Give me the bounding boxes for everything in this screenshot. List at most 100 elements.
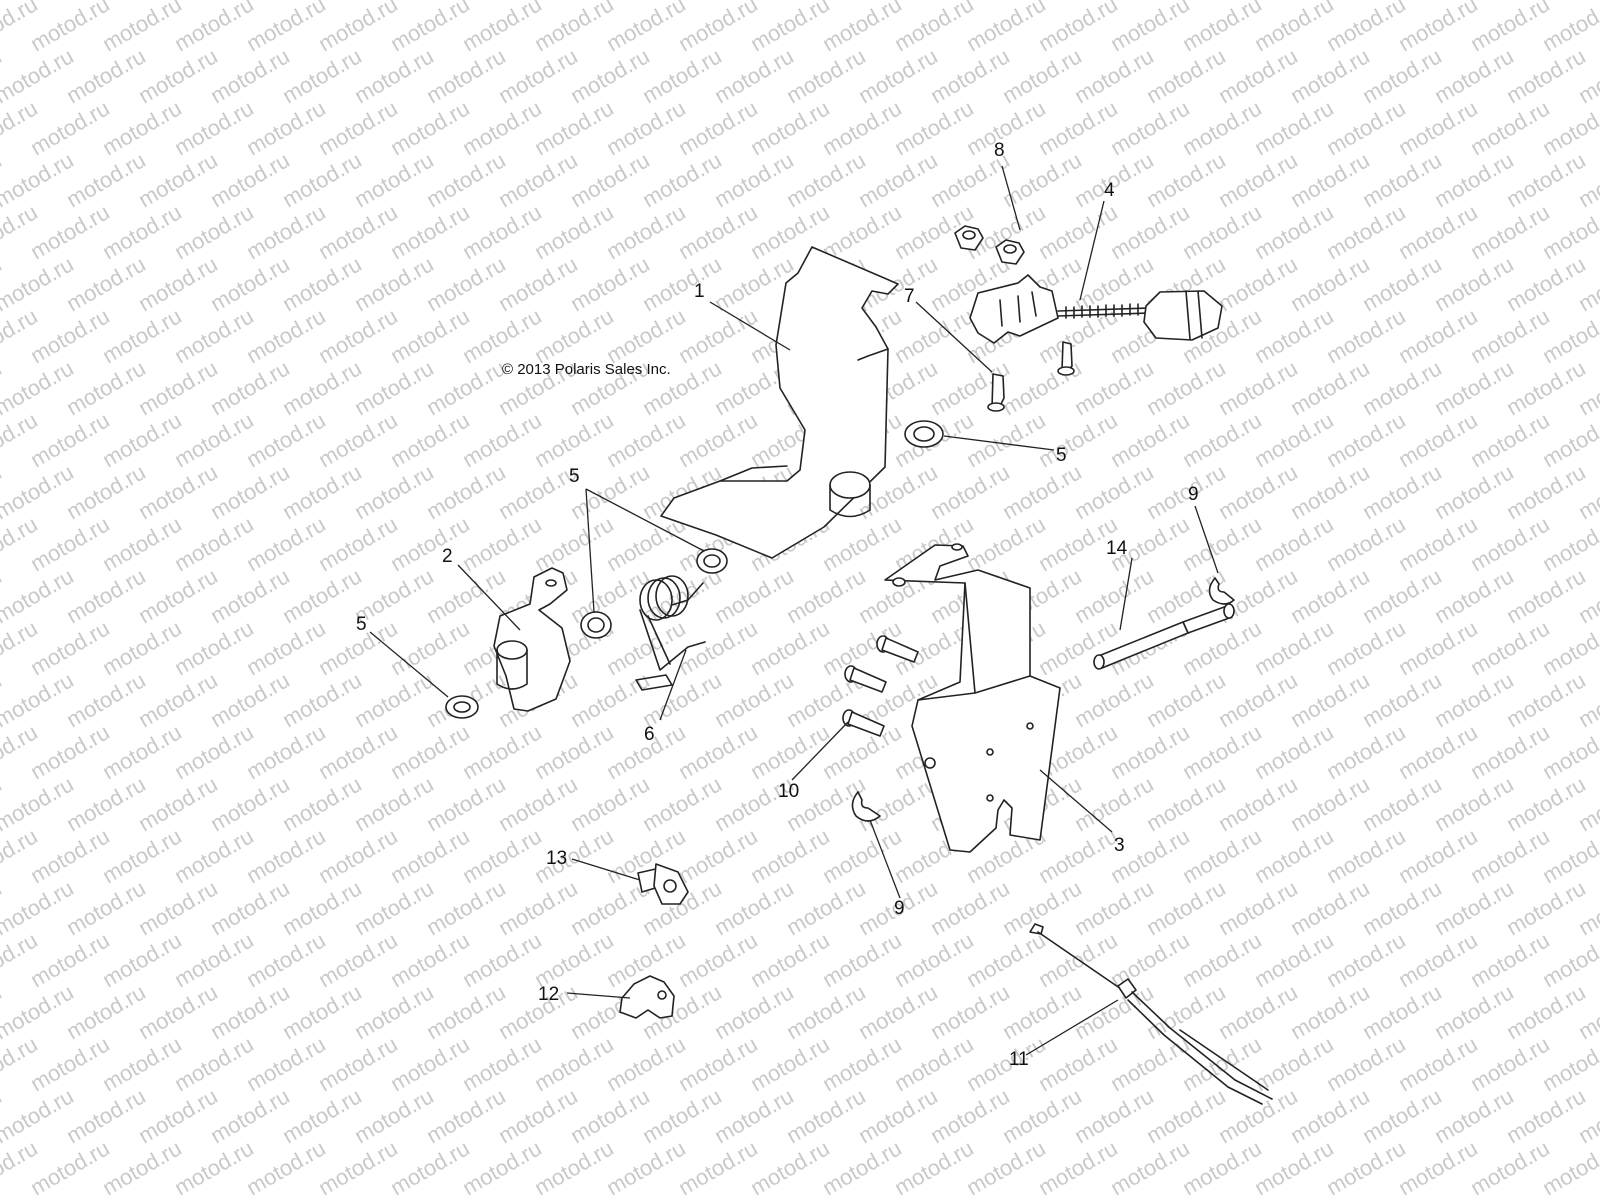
watermark-text: motod.ru <box>1178 1135 1266 1200</box>
callout-5a: 5 <box>1056 445 1067 466</box>
part-10-bolt-c <box>842 709 885 737</box>
leader-lines <box>369 165 1219 1056</box>
watermark-text: motod.ru <box>386 0 474 56</box>
watermark-text: motod.ru <box>1322 303 1410 368</box>
watermark-text: motod.ru <box>1394 303 1482 368</box>
watermark-text: motod.ru <box>1142 459 1230 524</box>
watermark-text: motod.ru <box>422 355 510 420</box>
watermark-text: motod.ru <box>782 43 870 108</box>
watermark-text: motod.ru <box>1214 147 1302 212</box>
watermark-text: motod.ru <box>1394 719 1482 784</box>
watermark-text: motod.ru <box>350 1083 438 1148</box>
watermark-text: motod.ru <box>1394 1031 1482 1096</box>
watermark-text: motod.ru <box>1358 43 1446 108</box>
watermark-text: motod.ru <box>1322 615 1410 680</box>
watermark-text: motod.ru <box>386 511 474 576</box>
watermark-text: motod.ru <box>134 459 222 524</box>
watermark-text: motod.ru <box>206 563 294 628</box>
watermark-text: motod.ru <box>530 303 618 368</box>
watermark-text: motod.ru <box>890 303 978 368</box>
watermark-text: motod.ru <box>782 1083 870 1148</box>
callout-14: 14 <box>1106 538 1128 559</box>
watermark-text: motod.ru <box>566 147 654 212</box>
watermark-text: motod.ru <box>926 1083 1014 1148</box>
watermark-text: motod.ru <box>638 771 726 836</box>
watermark-text: motod.ru <box>98 303 186 368</box>
watermark-text: motod.ru <box>26 823 114 888</box>
watermark-text: motod.ru <box>206 979 294 1044</box>
watermark-text: motod.ru <box>278 667 366 732</box>
watermark-text: motod.ru <box>1250 303 1338 368</box>
watermark-text: motod.ru <box>998 1083 1086 1148</box>
watermark-text: motod.ru <box>638 1083 726 1148</box>
watermark-text: motod.ru <box>1394 615 1482 680</box>
watermark-text: motod.ru <box>1250 407 1338 472</box>
watermark-text: motod.ru <box>278 563 366 628</box>
watermark-text: motod.ru <box>170 511 258 576</box>
watermark-text: motod.ru <box>278 355 366 420</box>
watermark-text: motod.ru <box>1430 771 1518 836</box>
watermark-text: motod.ru <box>134 667 222 732</box>
watermark-text: motod.ru <box>818 0 906 56</box>
callout-12: 12 <box>538 984 559 1005</box>
watermark-text: motod.ru <box>1394 1135 1482 1200</box>
callout-5b: 5 <box>569 466 580 487</box>
watermark-text: motod.ru <box>26 1135 114 1200</box>
watermark-text: motod.ru <box>26 1031 114 1096</box>
watermark-text: motod.ru <box>494 771 582 836</box>
watermark-text: motod.ru <box>1358 771 1446 836</box>
watermark-text: motod.ru <box>242 823 330 888</box>
watermark-text: motod.ru <box>314 95 402 160</box>
callout-5c: 5 <box>356 614 367 635</box>
watermark-text: motod.ru <box>1070 355 1158 420</box>
watermark-text: motod.ru <box>1394 823 1482 888</box>
watermark-text: motod.ru <box>602 303 690 368</box>
watermark-text: motod.ru <box>530 199 618 264</box>
watermark-text: motod.ru <box>278 1083 366 1148</box>
watermark-text: motod.ru <box>674 0 762 56</box>
watermark-text: motod.ru <box>710 563 798 628</box>
watermark-text: motod.ru <box>134 875 222 940</box>
watermark-text: motod.ru <box>1430 667 1518 732</box>
watermark-text: motod.ru <box>422 771 510 836</box>
watermark-text: motod.ru <box>206 459 294 524</box>
watermark-text: motod.ru <box>530 0 618 56</box>
watermark-text: motod.ru <box>674 199 762 264</box>
watermark-text: motod.ru <box>1250 719 1338 784</box>
watermark-text: motod.ru <box>242 199 330 264</box>
part-2-lever <box>493 567 571 712</box>
watermark-text: motod.ru <box>638 43 726 108</box>
watermark-text: motod.ru <box>1502 43 1590 108</box>
part-7-screw-a <box>987 373 1005 412</box>
watermark-text: motod.ru <box>1250 927 1338 992</box>
watermark-text: motod.ru <box>1070 875 1158 940</box>
part-8-nut-a <box>995 239 1025 265</box>
watermark-text: motod.ru <box>26 511 114 576</box>
watermark-text: motod.ru <box>1106 927 1194 992</box>
watermark-text: motod.ru <box>674 1135 762 1200</box>
watermark-text: motod.ru <box>458 1135 546 1200</box>
watermark-text: motod.ru <box>98 511 186 576</box>
watermark-text: motod.ru <box>170 1135 258 1200</box>
watermark-text: motod.ru <box>26 927 114 992</box>
watermark-text: motod.ru <box>1358 355 1446 420</box>
watermark-text: motod.ru <box>638 251 726 316</box>
watermark-text: motod.ru <box>602 1135 690 1200</box>
watermark-text: motod.ru <box>494 1083 582 1148</box>
watermark-text: motod.ru <box>134 1083 222 1148</box>
watermark-text: motod.ru <box>494 147 582 212</box>
watermark-text: motod.ru <box>1034 0 1122 56</box>
watermark-text: motod.ru <box>386 1135 474 1200</box>
watermark-text: motod.ru <box>170 407 258 472</box>
watermark-text: motod.ru <box>314 719 402 784</box>
watermark-text: motod.ru <box>1430 147 1518 212</box>
watermark-text: motod.ru <box>1322 95 1410 160</box>
watermark-text: motod.ru <box>1430 875 1518 940</box>
watermark-text: motod.ru <box>1142 43 1230 108</box>
watermark-text: motod.ru <box>1070 459 1158 524</box>
part-5-bushing-b <box>696 548 728 574</box>
watermark-text: motod.ru <box>746 0 834 56</box>
watermark-text: motod.ru <box>1502 459 1590 524</box>
watermark-text: motod.ru <box>278 771 366 836</box>
